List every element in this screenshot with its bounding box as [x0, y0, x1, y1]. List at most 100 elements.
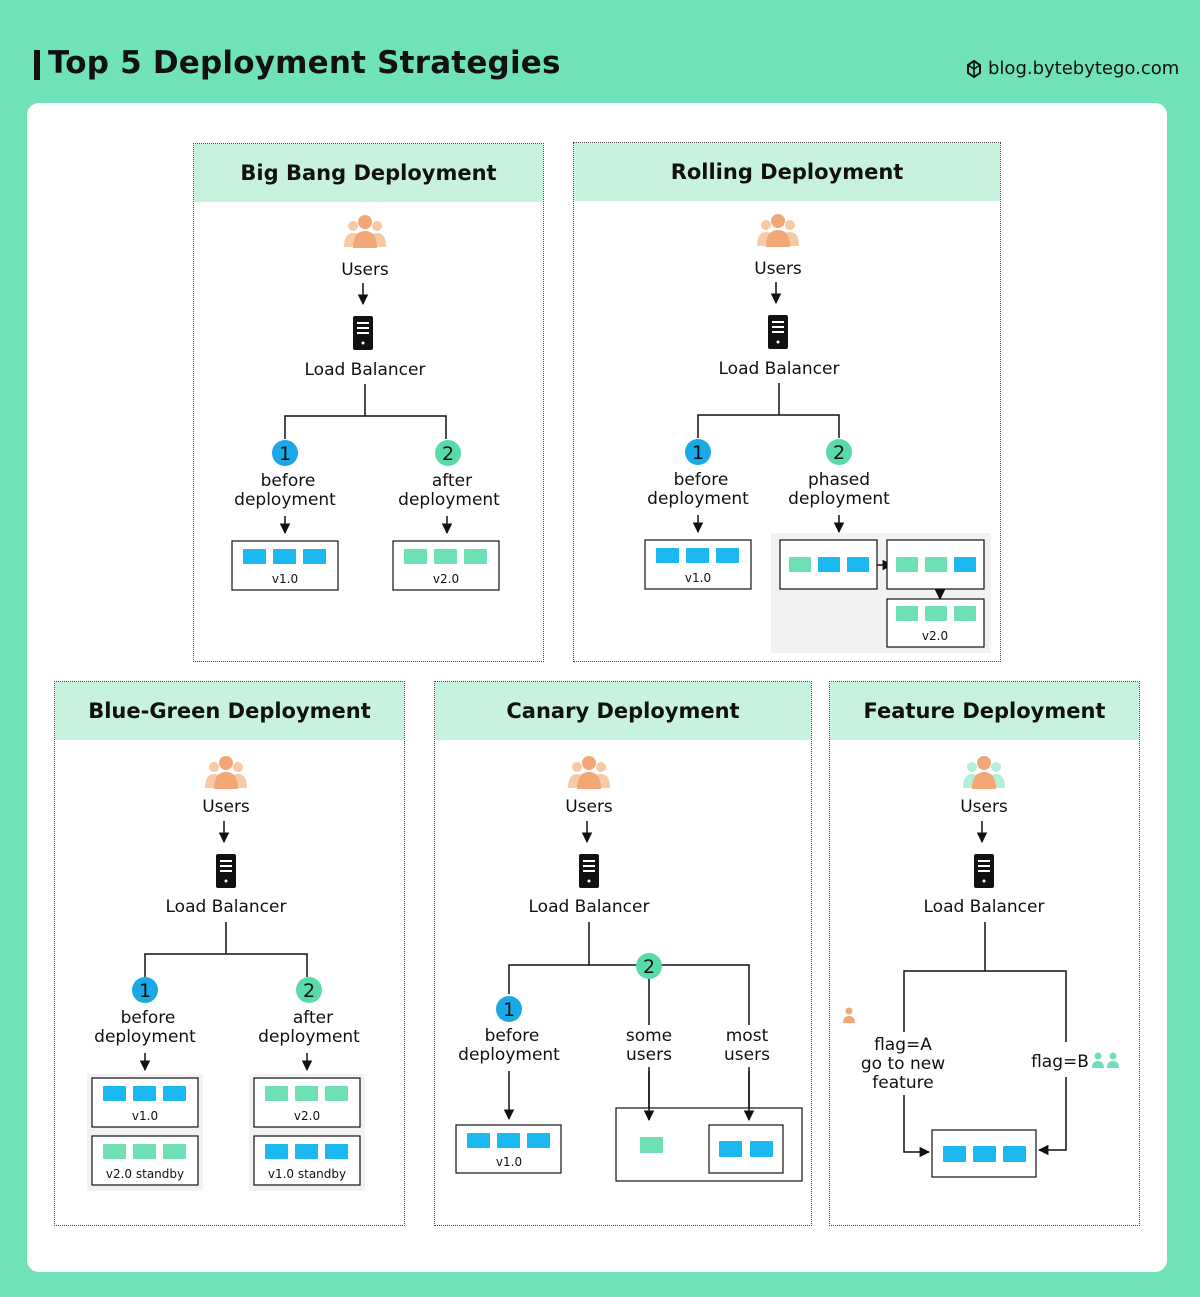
panel-blue-green: Blue-Green Deployment Users Load Balance… [54, 681, 405, 1226]
step-2-number: 2 [643, 956, 655, 978]
user-icon [843, 1007, 855, 1023]
v1-server-group: v1.0 [455, 1124, 562, 1174]
branch-1-label: before [485, 1026, 540, 1046]
connector [697, 383, 840, 438]
load-balancer-label: Load Balancer [924, 897, 1045, 917]
branch-2-label: after [432, 471, 472, 491]
users-icon [205, 756, 247, 789]
step-2-number: 2 [833, 442, 845, 464]
v2-server-group: v2.0 [392, 540, 500, 591]
connector [903, 922, 986, 1032]
step-2-marker [826, 439, 852, 465]
server-icon [579, 854, 599, 888]
step-1-marker [132, 977, 158, 1003]
version-label: v1.0 [272, 572, 298, 586]
panel-big-bang: Big Bang Deployment Users Load Balancer … [193, 143, 544, 662]
version-label: v2.0 [922, 629, 948, 643]
load-balancer-label: Load Balancer [529, 897, 650, 917]
step-1-number: 1 [279, 443, 291, 465]
arrow [903, 1095, 931, 1158]
branch-1-label: before [121, 1008, 176, 1028]
standby-v1-group: v1.0 standby [253, 1135, 361, 1186]
server-icon [768, 315, 788, 349]
branch-1-label: deployment [234, 490, 336, 510]
step-2-marker [636, 953, 662, 979]
label-backing [723, 1025, 775, 1067]
branch-1-label: deployment [94, 1027, 196, 1047]
flag-a-label: flag=A [874, 1035, 932, 1055]
step-1-marker [496, 996, 522, 1022]
panel-title-blue-green: Blue-Green Deployment [55, 682, 404, 740]
flag-b-label: flag=B [1031, 1052, 1089, 1072]
step-1-marker [685, 439, 711, 465]
server-icon [216, 854, 236, 888]
panel-feature: Feature Deployment Users Load Balancer f… [829, 681, 1140, 1226]
v1-server-group: v1.0 [644, 539, 752, 590]
users-icon [963, 756, 1005, 789]
branch-2-label: deployment [398, 490, 500, 510]
step-2-marker [296, 977, 322, 1003]
panel-title-canary: Canary Deployment [435, 682, 811, 740]
step-2-marker [435, 440, 461, 466]
panel-rolling: Rolling Deployment Users Load Balancer 1… [573, 142, 1001, 662]
canary-instance [640, 1137, 663, 1153]
standby-v2-group: v2.0 standby [91, 1135, 199, 1186]
v1-server-group: v1.0 [231, 540, 339, 591]
connector [508, 922, 750, 1120]
arrow [1037, 1077, 1067, 1156]
some-users-label: some [626, 1026, 672, 1046]
branch-1-label: deployment [458, 1045, 560, 1065]
title-accent-bar [34, 50, 40, 80]
phase-1-group [779, 539, 878, 590]
load-balancer-label: Load Balancer [166, 897, 287, 917]
panel-canary: Canary Deployment Users Load Balancer 2 … [434, 681, 812, 1226]
user-icon [1092, 1052, 1119, 1068]
active-v1-group: v1.0 [91, 1077, 199, 1128]
server-group [931, 1129, 1037, 1178]
branch-1-label: before [674, 470, 729, 490]
version-label: v2.0 [294, 1109, 320, 1123]
panel-title-rolling: Rolling Deployment [574, 143, 1000, 201]
step-1-number: 1 [503, 999, 515, 1021]
stable-server-group [708, 1124, 784, 1174]
label-backing [623, 1025, 675, 1067]
most-users-label: users [724, 1045, 770, 1065]
version-label: v1.0 [132, 1109, 158, 1123]
server-icon [974, 854, 994, 888]
branch-2-label: deployment [788, 489, 890, 509]
users-label: Users [565, 797, 613, 817]
load-balancer-label: Load Balancer [305, 360, 426, 380]
connector [144, 922, 308, 977]
flag-a-label: go to new [861, 1054, 945, 1074]
panel-title-feature: Feature Deployment [830, 682, 1139, 740]
version-label: v2.0 [433, 572, 459, 586]
users-icon [757, 214, 799, 247]
step-1-marker [272, 440, 298, 466]
load-balancer-label: Load Balancer [719, 359, 840, 379]
branch-2-label: phased [808, 470, 870, 490]
logo-icon [967, 59, 981, 78]
site-link[interactable]: blog.bytebytego.com [966, 58, 1179, 79]
users-icon [344, 215, 386, 248]
version-label: v1.0 [496, 1155, 522, 1169]
version-label: v1.0 [685, 571, 711, 585]
some-users-label: users [626, 1045, 672, 1065]
users-label: Users [341, 260, 389, 280]
users-label: Users [202, 797, 250, 817]
step-1-number: 1 [139, 980, 151, 1002]
phase-2-group [886, 539, 985, 590]
panel-title-big-bang: Big Bang Deployment [194, 144, 543, 202]
users-icon [568, 756, 610, 789]
version-label: v1.0 standby [268, 1167, 346, 1181]
page-title: Top 5 Deployment Strategies [48, 45, 561, 81]
branch-2-label: after [293, 1008, 333, 1028]
active-v2-group: v2.0 [253, 1077, 361, 1128]
server-icon [353, 316, 373, 350]
connector [284, 384, 447, 439]
flag-a-label: feature [872, 1073, 933, 1093]
connector [985, 970, 1067, 1042]
step-2-number: 2 [442, 443, 454, 465]
step-1-number: 1 [692, 442, 704, 464]
branch-1-label: before [261, 471, 316, 491]
site-url: blog.bytebytego.com [988, 58, 1180, 79]
